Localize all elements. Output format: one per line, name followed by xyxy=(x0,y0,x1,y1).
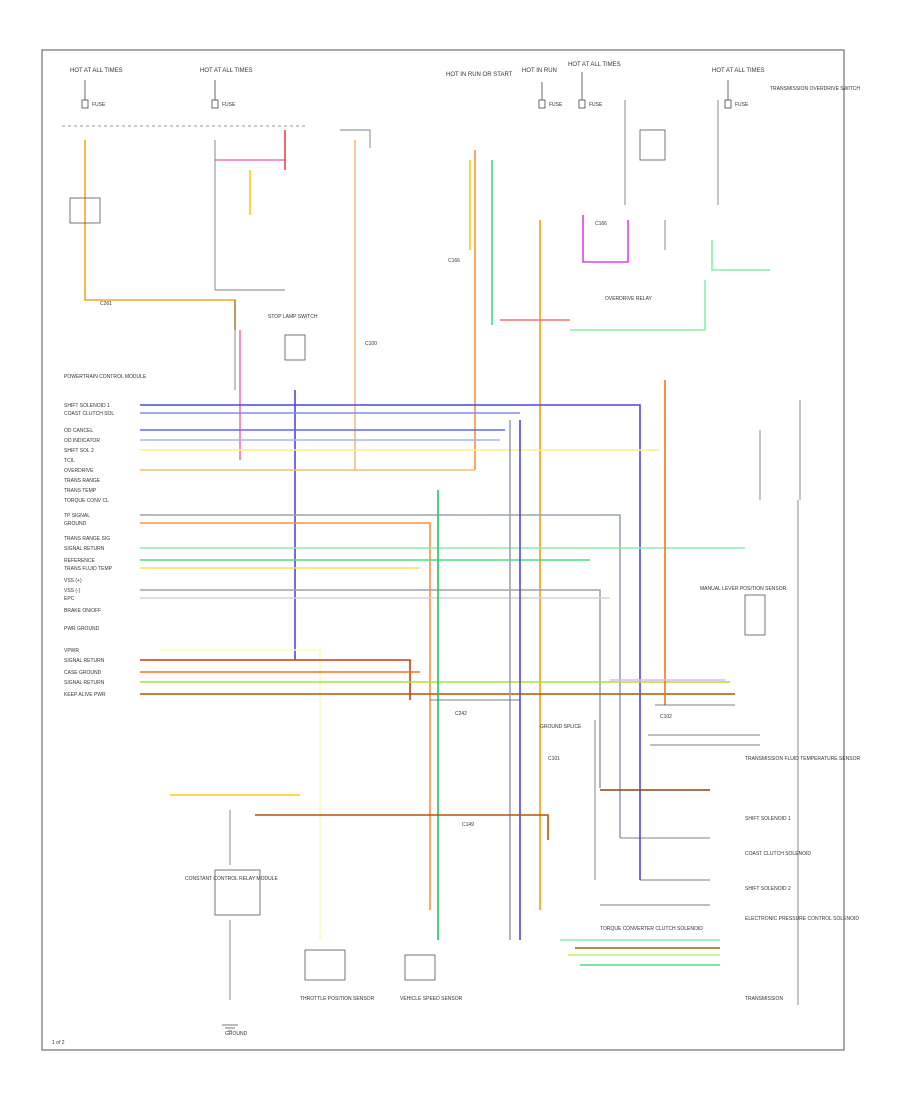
pcm-pin-23: SIGNAL RETURN xyxy=(64,658,105,664)
label-trans-bottom: TRANSMISSION xyxy=(745,996,783,1002)
page-number: 1 of 2 xyxy=(52,1040,65,1046)
connector-5: C242 xyxy=(455,711,467,717)
pcm-pin-20: BRAKE ON/OFF xyxy=(64,608,101,614)
label-epc: ELECTRONIC PRESSURE CONTROL SOLENOID xyxy=(745,916,859,922)
od-switch-box xyxy=(69,197,101,224)
svg-text:FUSE: FUSE xyxy=(92,102,106,108)
pcm-pin-14: SIGNAL RETURN xyxy=(64,546,105,552)
pcm-pin-4: OD INDICATOR xyxy=(64,438,100,444)
connector-8: C102 xyxy=(660,714,672,720)
label-od-relay: OVERDRIVE RELAY xyxy=(605,296,653,302)
connector-4: C166 xyxy=(595,221,607,227)
pcm-pin-7: OVERDRIVE xyxy=(64,468,94,474)
label-mlps: MANUAL LEVER POSITION SENSOR xyxy=(700,586,787,592)
pcm-pin-24: CASE GROUND xyxy=(64,670,102,676)
source-label-4: HOT IN RUN xyxy=(522,68,557,74)
stop-lamp-switch-box xyxy=(284,334,306,361)
label-tft: TRANSMISSION FLUID TEMPERATURE SENSOR xyxy=(745,756,860,762)
trans-od-switch-label: TRANSMISSION OVERDRIVE SWITCH xyxy=(770,86,860,92)
label-tcc: TORQUE CONVERTER CLUTCH SOLENOID xyxy=(600,926,703,932)
svg-text:FUSE: FUSE xyxy=(589,102,603,108)
pcm-label: POWERTRAIN CONTROL MODULE xyxy=(64,374,147,380)
label-ss1: SHIFT SOLENOID 1 xyxy=(745,816,791,822)
pcm-pin-11: TP SIGNAL xyxy=(64,513,90,519)
ground-icon xyxy=(222,1024,238,1032)
source-label-5: HOT AT ALL TIMES xyxy=(568,62,621,68)
pcm-pin-18: VSS (-) xyxy=(64,588,81,594)
label-ground: GROUND xyxy=(225,1031,248,1037)
wire-grey-2 xyxy=(140,589,601,788)
wires xyxy=(84,130,770,966)
svg-text:FUSE: FUSE xyxy=(735,102,749,108)
label-stop-lamp: STOP LAMP SWITCH xyxy=(268,314,318,320)
wire-grey-1 xyxy=(140,514,621,838)
svg-text:FUSE: FUSE xyxy=(549,102,563,108)
wire-brown-1 xyxy=(140,659,411,700)
wire-orange-3 xyxy=(140,522,431,910)
pcm-pin-13: TRANS RANGE SIG xyxy=(64,536,110,542)
vss-box xyxy=(404,954,436,981)
pcm-pin-10: TORQUE CONV CL xyxy=(64,498,109,504)
thin-wires xyxy=(214,100,801,1005)
label-tp: THROTTLE POSITION SENSOR xyxy=(300,996,375,1002)
wire-blue-1 xyxy=(140,404,641,880)
fuse-1: FUSE xyxy=(81,80,106,109)
label-ss2: SHIFT SOLENOID 2 xyxy=(745,886,791,892)
label-ground-splice: GROUND SPLICE xyxy=(540,724,582,730)
fuse-4: FUSE xyxy=(578,72,603,109)
fuse-3: FUSE xyxy=(538,82,563,109)
pcm-pin-labels: SHIFT SOLENOID 1 COAST CLUTCH SOL OD CAN… xyxy=(64,403,114,698)
wire-yellow-4 xyxy=(160,649,321,940)
source-label-2: HOT AT ALL TIMES xyxy=(200,68,253,74)
pcm-pin-25: SIGNAL RETURN xyxy=(64,680,105,686)
source-label-6: HOT AT ALL TIMES xyxy=(712,68,765,74)
connector-6: C101 xyxy=(548,756,560,762)
wire-brown-low xyxy=(255,814,549,840)
fuse-2: FUSE xyxy=(211,80,236,109)
wire-magenta xyxy=(582,215,629,263)
tp-sensor-box xyxy=(304,949,346,981)
pcm-pin-9: TRANS TEMP xyxy=(64,488,97,494)
fuse-5: FUSE xyxy=(724,80,749,109)
ccrm-box xyxy=(214,869,261,916)
label-ccs: COAST CLUTCH SOLENOID xyxy=(745,851,811,857)
pcm-pin-19: EPC xyxy=(64,596,75,602)
wire-green-curve xyxy=(570,280,706,331)
pcm-pin-5: SHIFT SOL 2 xyxy=(64,448,94,454)
pcm-pin-17: VSS (+) xyxy=(64,578,82,584)
pcm-pin-3: OD CANCEL xyxy=(64,428,93,434)
source-label-3: HOT IN RUN OR START xyxy=(446,72,513,78)
connector-1: C261 xyxy=(100,301,112,307)
connector-7: C149 xyxy=(462,822,474,828)
connector-2: C100 xyxy=(365,341,377,347)
od-relay-box xyxy=(639,129,666,161)
diagram-border xyxy=(41,49,845,1051)
pcm-pin-21: PWR GROUND xyxy=(64,626,100,632)
pcm-pin-12: GROUND xyxy=(64,521,87,527)
source-label-1: HOT AT ALL TIMES xyxy=(70,68,123,74)
pcm-pin-8: TRANS RANGE xyxy=(64,478,101,484)
svg-text:FUSE: FUSE xyxy=(222,102,236,108)
pcm-pin-6: TCIL xyxy=(64,458,75,464)
pcm-pin-26: KEEP ALIVE PWR xyxy=(64,692,106,698)
label-ccrm: CONSTANT CONTROL RELAY MODULE xyxy=(185,876,278,882)
pcm-pin-15: REFERENCE xyxy=(64,558,96,564)
pcm-pin-2: COAST CLUTCH SOL xyxy=(64,411,114,417)
pcm-pin-16: TRANS FLUID TEMP xyxy=(64,566,113,572)
pcm-pin-1: SHIFT SOLENOID 1 xyxy=(64,403,110,409)
wire-green-right xyxy=(711,240,770,271)
pcm-pin-22: VPWR xyxy=(64,648,79,654)
connector-3: C166 xyxy=(448,258,460,264)
label-vss: VEHICLE SPEED SENSOR xyxy=(400,996,463,1002)
mlps-box xyxy=(744,594,766,636)
